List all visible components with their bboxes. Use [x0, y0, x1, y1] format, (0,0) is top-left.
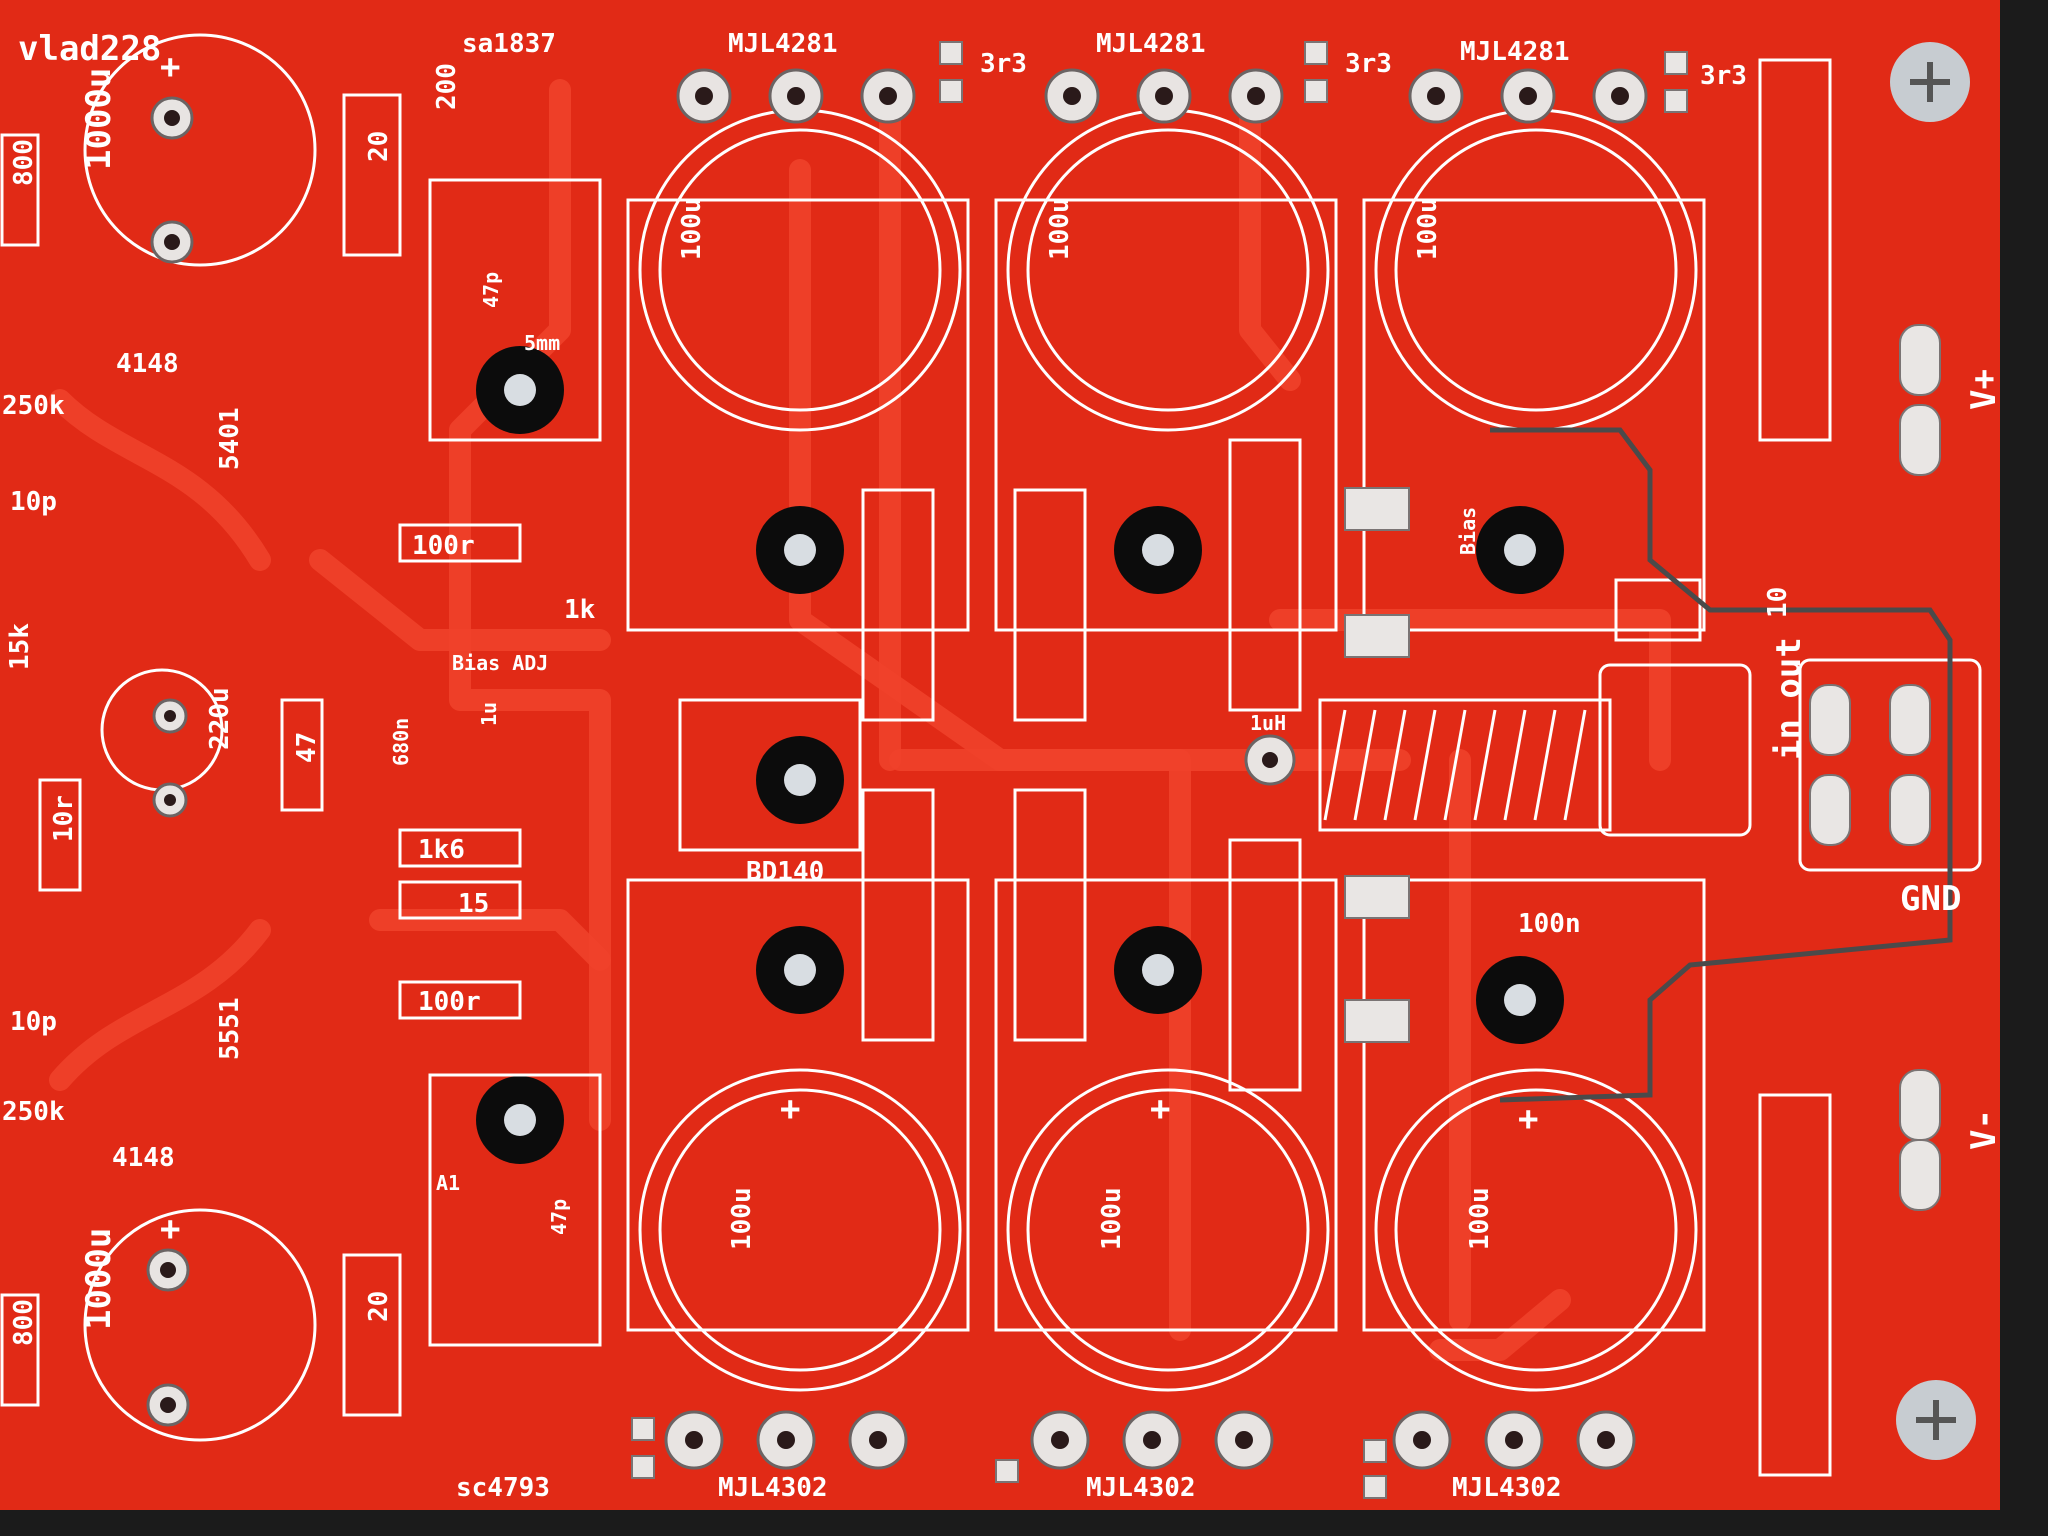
- label-sc4793: sc4793: [456, 1473, 550, 1503]
- label-100u-1: 100u: [677, 197, 707, 260]
- label-800-top: 800: [9, 139, 39, 186]
- label-20-top: 20: [364, 131, 394, 162]
- output-stage-top: [626, 108, 1706, 632]
- label-1k6: 1k6: [418, 835, 465, 865]
- label-250k-bottom: 250k: [2, 1097, 65, 1127]
- label-100u-3: 100u: [1413, 197, 1443, 260]
- terminal-pads: [1598, 324, 1982, 1211]
- label-1uh: 1uH: [1250, 711, 1286, 735]
- label-10p-top: 10p: [10, 487, 57, 517]
- label-a1: A1: [436, 1171, 460, 1195]
- label-4148-bottom: 4148: [112, 1143, 175, 1173]
- label-5mm: 5mm: [524, 331, 560, 355]
- label-250k-top: 250k: [2, 391, 65, 421]
- silkscreen-labels: vlad228 sa1837 MJL4281 MJL4281 MJL4281 M…: [2, 29, 2004, 1503]
- driver-transistor-boxes: [428, 178, 1302, 1347]
- label-680n: 680n: [389, 718, 413, 766]
- plus-mark-bottom: +: [160, 1209, 180, 1249]
- label-20-bottom: 20: [364, 1291, 394, 1322]
- label-100r-bottom: 100r: [418, 987, 481, 1017]
- label-800-bottom: 800: [9, 1299, 39, 1346]
- transistor-mounting-holes: [476, 346, 1564, 1164]
- bulk-capacitors: [83, 33, 317, 1442]
- output-stage-bottom: [626, 878, 1706, 1392]
- label-3r3-1: 3r3: [980, 49, 1027, 79]
- label-mjl4281-2: MJL4281: [1096, 29, 1206, 59]
- label-1k: 1k: [564, 595, 596, 625]
- label-mjl4302-1: MJL4302: [718, 1473, 828, 1503]
- label-mjl4302-2: MJL4302: [1086, 1473, 1196, 1503]
- label-v-minus: V-: [1964, 1109, 2004, 1150]
- plus-mark-out-3: +: [1518, 1099, 1538, 1139]
- label-1000u-top: 1000u: [79, 68, 119, 170]
- label-v-plus: V+: [1964, 369, 2004, 410]
- label-10r: 10r: [49, 795, 79, 842]
- label-sa1837: sa1837: [462, 29, 556, 59]
- label-47: 47: [292, 732, 322, 763]
- label-mjl4302-3: MJL4302: [1452, 1473, 1562, 1503]
- label-5401: 5401: [215, 407, 245, 470]
- label-bias: Bias: [1456, 507, 1480, 555]
- resistor-outlines: [0, 58, 1832, 1477]
- label-bias-adj: Bias ADJ: [452, 651, 548, 675]
- smd-pads: [631, 41, 1688, 1499]
- ground-trace: [1490, 427, 1953, 1103]
- label-gnd: GND: [1900, 879, 1961, 919]
- label-15k: 15k: [5, 623, 35, 670]
- copper-traces: [49, 79, 1671, 1361]
- label-100u-5: 100u: [1097, 1187, 1127, 1250]
- label-4148-top: 4148: [116, 349, 179, 379]
- author-label: vlad228: [18, 29, 161, 69]
- label-bd140: BD140: [746, 857, 824, 887]
- label-100u-2: 100u: [1045, 197, 1075, 260]
- label-1000u-bottom: 1000u: [79, 1228, 119, 1330]
- plus-mark-out-1: +: [780, 1089, 800, 1129]
- label-3r3-2: 3r3: [1345, 49, 1392, 79]
- label-mjl4281-3: MJL4281: [1460, 37, 1570, 67]
- corner-screws: [1890, 42, 1976, 1460]
- label-100n: 100n: [1518, 909, 1581, 939]
- label-mjl4281-1: MJL4281: [728, 29, 838, 59]
- label-in-out: in out: [1769, 637, 1809, 760]
- label-100u-6: 100u: [1465, 1187, 1495, 1250]
- label-100r-top: 100r: [412, 531, 475, 561]
- plus-mark-top: +: [160, 47, 180, 87]
- label-10p-bottom: 10p: [10, 1007, 57, 1037]
- label-5551: 5551: [215, 997, 245, 1060]
- label-10: 10: [1763, 587, 1793, 618]
- output-inductor: [1244, 698, 1612, 832]
- plus-mark-out-2: +: [1150, 1089, 1170, 1129]
- bottom-output-pads: [664, 1410, 1636, 1470]
- top-output-pads: [676, 68, 1648, 124]
- label-3r3-3: 3r3: [1700, 61, 1747, 91]
- label-47p-bottom: 47p: [547, 1199, 571, 1235]
- label-200-top: 200: [432, 63, 462, 110]
- label-220u: 220u: [205, 687, 235, 750]
- label-15: 15: [458, 889, 489, 919]
- label-1u: 1u: [477, 702, 501, 726]
- label-47p-top: 47p: [479, 272, 503, 308]
- label-100u-4: 100u: [727, 1187, 757, 1250]
